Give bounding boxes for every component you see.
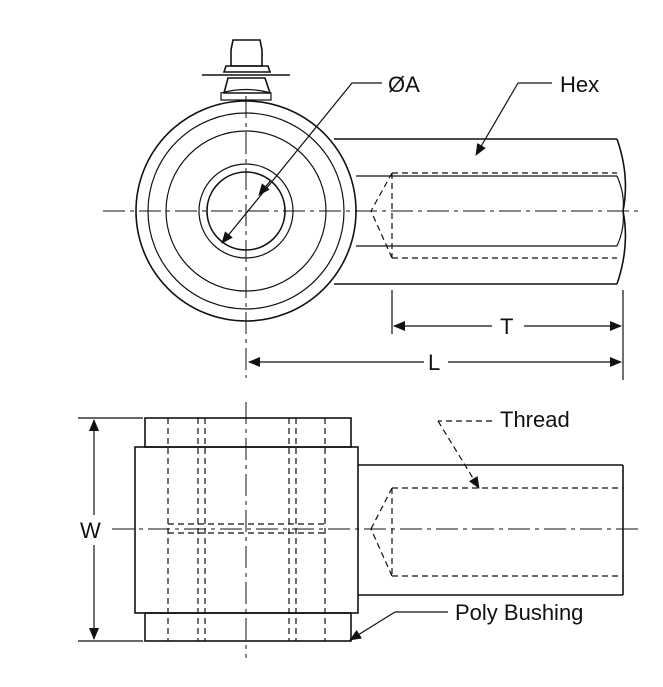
label-w: W	[80, 518, 101, 543]
shank-side	[358, 464, 624, 596]
dimension-w	[78, 417, 143, 642]
side-view: W Thread Poly Bushing	[78, 402, 640, 658]
bushing-top	[144, 417, 352, 448]
grease-fitting	[202, 39, 290, 101]
thread-hidden-side	[370, 487, 623, 577]
top-view: ØA Hex T L	[103, 39, 638, 380]
thread-hidden-top	[370, 172, 617, 259]
label-diameter: ØA	[388, 72, 420, 97]
label-l: L	[428, 350, 440, 375]
label-bushing: Poly Bushing	[455, 600, 583, 625]
bushing-bottom	[144, 612, 352, 642]
label-thread: Thread	[500, 407, 570, 432]
dimension-t	[391, 290, 624, 380]
hex-shank	[334, 138, 627, 285]
label-hex: Hex	[560, 72, 599, 97]
diameter-arrow	[221, 82, 353, 244]
label-t: T	[500, 314, 513, 339]
